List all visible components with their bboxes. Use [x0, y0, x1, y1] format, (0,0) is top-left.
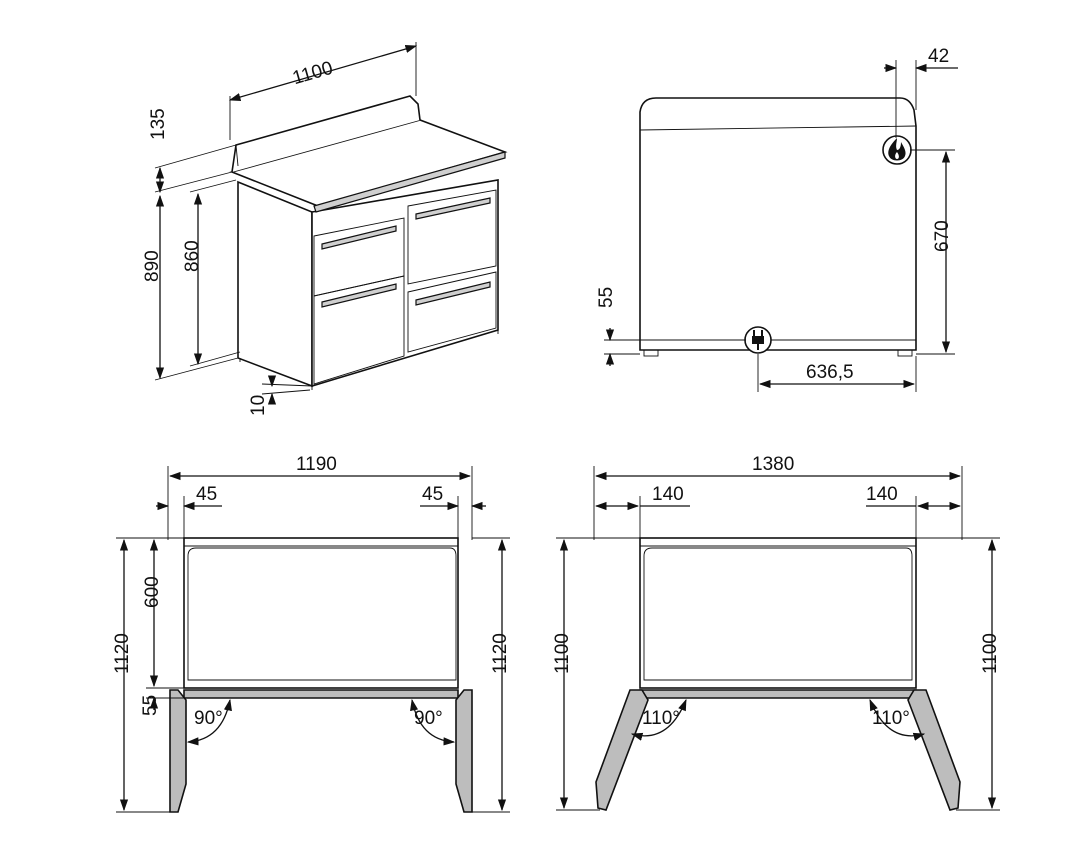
dim-left-depth: 1120: [112, 633, 133, 674]
dim-backguard: 135: [148, 108, 169, 140]
door-left-open: [595, 689, 649, 811]
door-left-open: [169, 689, 187, 813]
angle-right: 110°: [872, 708, 910, 729]
dim-right-depth: 1100: [552, 633, 573, 674]
dim-left-width: 1190: [296, 454, 337, 475]
dim-total-height: 890: [142, 250, 163, 282]
dim-gas-inlet: 670: [932, 220, 953, 252]
door-bottom-left: [313, 275, 405, 385]
range-left-side: [237, 180, 313, 388]
dim-width: 1100: [290, 58, 335, 89]
door-handle: [321, 225, 397, 250]
top-view-left: 1190 45 45 1120 600 55 1120 90° 90°: [112, 454, 511, 813]
plug-icon: [744, 326, 772, 354]
dim-left-margin-r: 45: [422, 484, 443, 505]
cooker-top-outline: [183, 537, 459, 689]
door-handle: [415, 197, 491, 220]
door-open-bar: [183, 689, 459, 699]
angle-left: 90°: [194, 708, 223, 729]
door-handle: [415, 281, 491, 306]
dim-inlet-offset: 636,5: [806, 362, 854, 383]
flame-icon: [882, 135, 912, 165]
dim-left-depth-r: 1120: [490, 633, 511, 674]
dim-body-height: 860: [182, 240, 203, 272]
top-view-right: 1380 140 140 1100 1100 110° 110°: [552, 454, 1001, 811]
dim-right-margin-r: 140: [866, 484, 898, 505]
dim-left-door-gap: 55: [140, 695, 161, 716]
cooker-top-outline: [639, 537, 917, 689]
range-side-panel: [639, 97, 917, 351]
dim-elec-inlet: 55: [596, 287, 617, 308]
range-front: [311, 179, 499, 388]
door-right-open: [907, 689, 961, 811]
dim-right-margin-l: 140: [652, 484, 684, 505]
angle-left: 110°: [642, 708, 680, 729]
dim-left-cavity: 600: [142, 576, 163, 608]
angle-right: 90°: [414, 708, 443, 729]
door-bottom-right: [407, 271, 497, 353]
hob-front-rail: [313, 151, 506, 213]
door-top-right: [407, 189, 497, 285]
dim-foot: 10: [248, 395, 269, 416]
side-view: 42 670 55 636,5: [596, 46, 958, 392]
dim-right-width: 1380: [752, 454, 794, 475]
isometric-view: 1100 135 890 860 10: [142, 42, 508, 416]
door-right-open: [455, 689, 473, 813]
dim-right-depth-r: 1100: [980, 633, 1001, 674]
dim-side-offset: 42: [928, 46, 949, 67]
dim-left-margin-l: 45: [196, 484, 217, 505]
door-handle: [321, 283, 397, 308]
door-open-bar: [639, 689, 917, 699]
